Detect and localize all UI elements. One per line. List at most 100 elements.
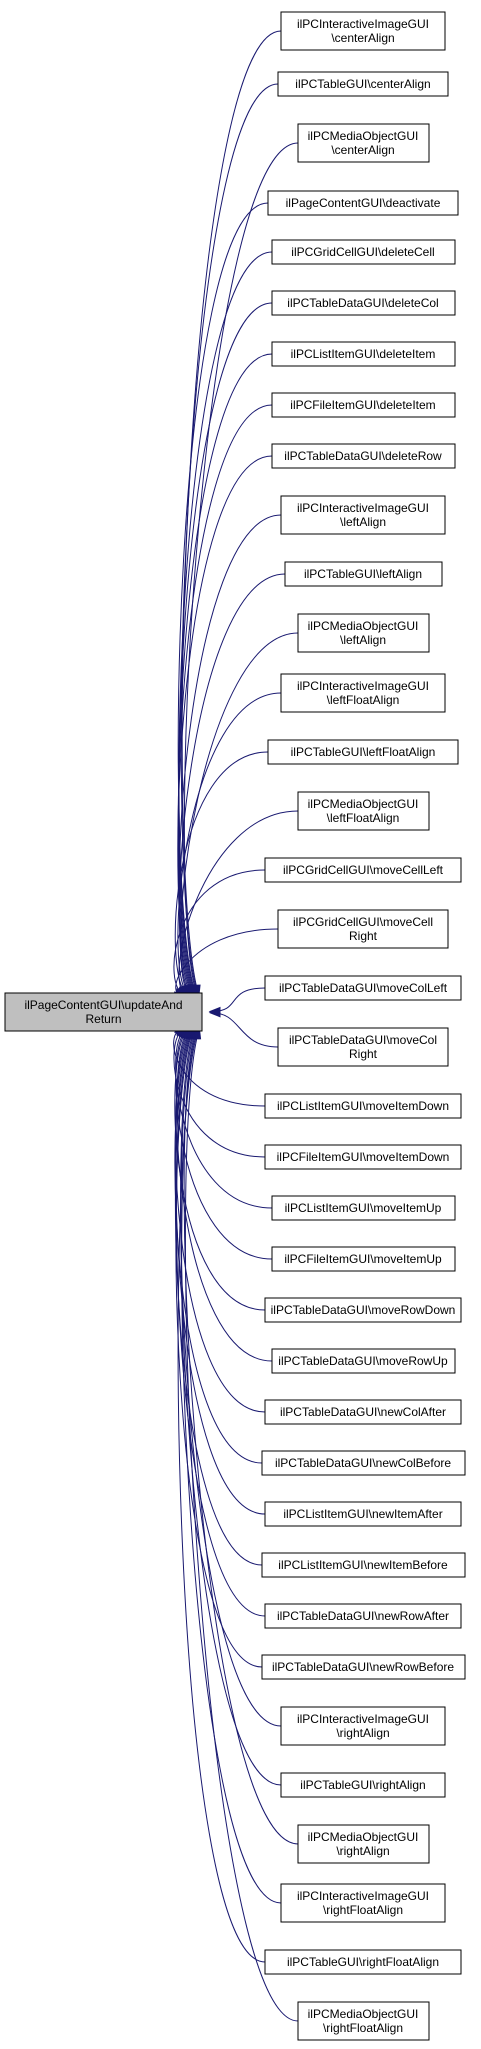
caller-node[interactable]: ilPCTableDataGUI\newRowAfter <box>264 1603 462 1629</box>
caller-node-box <box>264 975 462 1001</box>
caller-node-box <box>264 1399 462 1425</box>
caller-node[interactable]: ilPCTableDataGUI\newColAfter <box>264 1399 462 1425</box>
caller-node-label: \rightFloatAlign <box>323 1903 403 1917</box>
caller-node-label: ilPCTableGUI\rightFloatAlign <box>287 1955 439 1969</box>
caller-node-box <box>297 1824 430 1864</box>
caller-node-label: ilPCTableGUI\rightAlign <box>300 1778 425 1792</box>
edge <box>180 83 279 995</box>
caller-node[interactable]: ilPCInteractiveImageGUI\rightFloatAlign <box>280 1883 446 1923</box>
caller-node-label: ilPCTableDataGUI\moveRowUp <box>278 1354 448 1368</box>
caller-node-box <box>277 71 449 97</box>
caller-node-box <box>280 1706 446 1746</box>
caller-node-box <box>264 1297 462 1323</box>
caller-node-box <box>280 495 446 535</box>
caller-node-box <box>280 1883 446 1923</box>
caller-node-box <box>264 1501 462 1527</box>
caller-node[interactable]: ilPCGridCellGUI\moveCellLeft <box>264 857 462 883</box>
caller-node[interactable]: ilPCTableDataGUI\moveColLeft <box>264 975 462 1001</box>
edge <box>180 632 299 995</box>
caller-node-box <box>297 613 430 653</box>
caller-node-label: ilPCInteractiveImageGUI <box>297 1889 429 1903</box>
caller-node[interactable]: ilPCTableGUI\leftFloatAlign <box>267 739 459 765</box>
caller-node[interactable]: ilPCFileItemGUI\moveItemDown <box>264 1144 462 1170</box>
caller-node-label: ilPCListItemGUI\deleteItem <box>291 347 436 361</box>
caller-node[interactable]: ilPCInteractiveImageGUI\leftFloatAlign <box>280 673 446 713</box>
edge <box>181 30 282 995</box>
caller-node-box <box>284 561 443 587</box>
caller-node[interactable]: ilPCListItemGUI\deleteItem <box>271 341 456 367</box>
edge <box>176 1029 266 1617</box>
caller-node[interactable]: ilPageContentGUI\deactivate <box>267 190 459 216</box>
caller-node-label: ilPCFileItemGUI\moveItemUp <box>284 1252 442 1266</box>
caller-node[interactable]: ilPCTableDataGUI\deleteRow <box>271 443 456 469</box>
caller-node[interactable]: ilPCInteractiveImageGUI\centerAlign <box>280 11 446 51</box>
edge <box>211 1012 279 1048</box>
caller-node-label: ilPCTableDataGUI\newRowAfter <box>277 1609 449 1623</box>
edge <box>180 1029 282 1786</box>
caller-node-box <box>264 1093 462 1119</box>
caller-node-label: \centerAlign <box>331 31 394 45</box>
edge <box>177 455 273 995</box>
caller-node-box <box>277 909 449 949</box>
caller-node[interactable]: ilPCListItemGUI\newItemAfter <box>264 1501 462 1527</box>
caller-node[interactable]: ilPCTableGUI\centerAlign <box>277 71 449 97</box>
caller-node[interactable]: ilPCListItemGUI\newItemBefore <box>261 1552 466 1578</box>
root-node-label: Return <box>85 1012 121 1026</box>
caller-node[interactable]: ilPCTableDataGUI\moveRowDown <box>264 1297 462 1323</box>
edge <box>178 302 273 995</box>
caller-node-box <box>264 1603 462 1629</box>
arrowhead <box>208 1007 221 1018</box>
edges-layer <box>173 30 299 2022</box>
caller-node-box <box>271 392 456 418</box>
caller-node-label: ilPageContentGUI\deactivate <box>286 196 441 210</box>
caller-node-box <box>297 791 430 831</box>
caller-node[interactable]: ilPCListItemGUI\moveItemDown <box>264 1093 462 1119</box>
caller-node[interactable]: ilPCListItemGUI\moveItemUp <box>271 1195 456 1221</box>
caller-node-label: ilPCListItemGUI\moveItemDown <box>277 1099 449 1113</box>
caller-node-label: ilPCInteractiveImageGUI <box>297 501 429 515</box>
caller-node-label: ilPCTableDataGUI\moveRowDown <box>271 1303 456 1317</box>
edge <box>177 404 273 995</box>
caller-node[interactable]: ilPCTableDataGUI\moveRowUp <box>271 1348 456 1374</box>
caller-node-label: ilPCInteractiveImageGUI <box>297 1712 429 1726</box>
caller-node[interactable]: ilPCMediaObjectGUI\centerAlign <box>297 123 430 163</box>
caller-node-label: ilPCTableDataGUI\deleteRow <box>284 449 442 463</box>
edge <box>174 1029 263 1464</box>
edge <box>174 751 269 995</box>
caller-node-label: ilPCInteractiveImageGUI <box>297 17 429 31</box>
caller-node-box <box>261 1552 466 1578</box>
caller-node-label: \leftAlign <box>340 515 386 529</box>
caller-node[interactable]: ilPCTableGUI\leftAlign <box>284 561 443 587</box>
caller-node[interactable]: ilPCMediaObjectGUI\rightAlign <box>297 1824 430 1864</box>
caller-node[interactable]: ilPCMediaObjectGUI\rightFloatAlign <box>297 2001 430 2041</box>
caller-node-label: \rightAlign <box>336 1844 389 1858</box>
edge <box>177 1029 266 1963</box>
caller-node[interactable]: ilPCTableDataGUI\newRowBefore <box>261 1654 466 1680</box>
edge <box>180 1029 282 1727</box>
caller-node-box <box>261 1450 466 1476</box>
caller-node[interactable]: ilPCMediaObjectGUI\leftFloatAlign <box>297 791 430 831</box>
caller-node-label: ilPCGridCellGUI\moveCellLeft <box>283 863 444 877</box>
caller-node-box <box>271 239 456 265</box>
caller-node-box <box>271 1195 456 1221</box>
caller-node[interactable]: ilPCInteractiveImageGUI\leftAlign <box>280 495 446 535</box>
caller-node[interactable]: ilPCTableGUI\rightAlign <box>280 1772 446 1798</box>
caller-node[interactable]: ilPCTableGUI\rightFloatAlign <box>264 1949 462 1975</box>
caller-node-label: ilPCFileItemGUI\deleteItem <box>290 398 435 412</box>
caller-node-label: Right <box>349 1047 378 1061</box>
caller-node[interactable]: ilPCInteractiveImageGUI\rightAlign <box>280 1706 446 1746</box>
caller-node[interactable]: ilPCFileItemGUI\moveItemUp <box>271 1246 456 1272</box>
caller-node[interactable]: ilPCMediaObjectGUI\leftAlign <box>297 613 430 653</box>
caller-node-label: ilPCMediaObjectGUI <box>308 2007 419 2021</box>
caller-node[interactable]: ilPCTableDataGUI\deleteCol <box>271 290 456 316</box>
caller-node-box <box>271 341 456 367</box>
caller-node[interactable]: ilPCTableDataGUI\newColBefore <box>261 1450 466 1476</box>
caller-node-box <box>261 1654 466 1680</box>
caller-node[interactable]: ilPCFileItemGUI\deleteItem <box>271 392 456 418</box>
edge <box>173 869 266 995</box>
caller-node[interactable]: ilPCGridCellGUI\deleteCell <box>271 239 456 265</box>
